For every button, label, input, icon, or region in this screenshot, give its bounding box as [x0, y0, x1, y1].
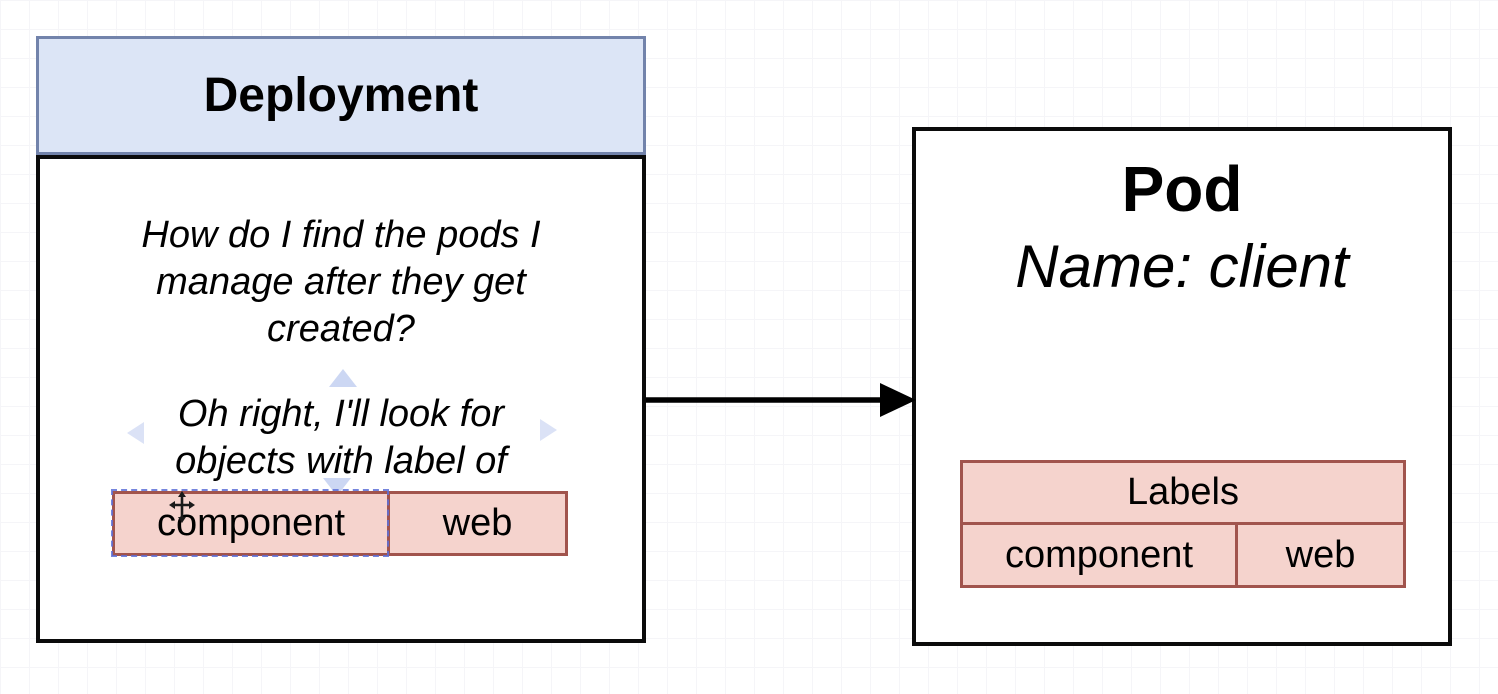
pod-label-value-cell[interactable]: web: [1238, 525, 1403, 585]
deployment-label-table[interactable]: component web: [112, 491, 568, 556]
deployment-note-text: How do I find the pods I manage after th…: [36, 212, 646, 485]
answer-line: objects with label of: [175, 440, 507, 482]
deployment-label-value-cell[interactable]: web: [390, 494, 565, 553]
pod-labels-header-cell[interactable]: Labels: [963, 463, 1403, 525]
hover-arrow-right-icon[interactable]: [540, 419, 557, 441]
pod-label-value: web: [1285, 533, 1356, 576]
deployment-label-key-cell[interactable]: component: [115, 494, 390, 553]
pod-label-key-cell[interactable]: component: [963, 525, 1238, 585]
hover-arrow-left-icon[interactable]: [127, 422, 144, 444]
pod-title: Pod: [1121, 153, 1243, 225]
deployment-answer: Oh right, I'll look for objects with lab…: [36, 391, 646, 485]
answer-line: Oh right, I'll look for: [177, 393, 505, 435]
pod-labels-table[interactable]: Labels component web: [960, 460, 1406, 588]
deployment-node-body[interactable]: [36, 155, 646, 643]
pod-name: Name: client: [1015, 233, 1349, 300]
pod-labels-header: Labels: [1127, 471, 1239, 513]
question-line: manage after they get: [156, 261, 526, 303]
question-line: created?: [267, 308, 415, 350]
deployment-label-key: component: [156, 502, 345, 544]
deployment-title: Deployment: [203, 69, 479, 122]
move-cursor-icon: [169, 491, 195, 523]
pod-label-key: component: [1004, 533, 1193, 576]
deployment-question: How do I find the pods I manage after th…: [36, 212, 646, 353]
pod-node-text: Pod Name: client: [912, 148, 1452, 304]
deployment-to-pod-connector[interactable]: [640, 374, 920, 426]
question-line: How do I find the pods I: [141, 214, 541, 256]
deployment-node-header[interactable]: Deployment: [36, 36, 646, 155]
hover-arrow-up-icon[interactable]: [329, 369, 357, 387]
arrowhead-icon: [880, 383, 916, 417]
deployment-label-value: web: [442, 502, 513, 544]
